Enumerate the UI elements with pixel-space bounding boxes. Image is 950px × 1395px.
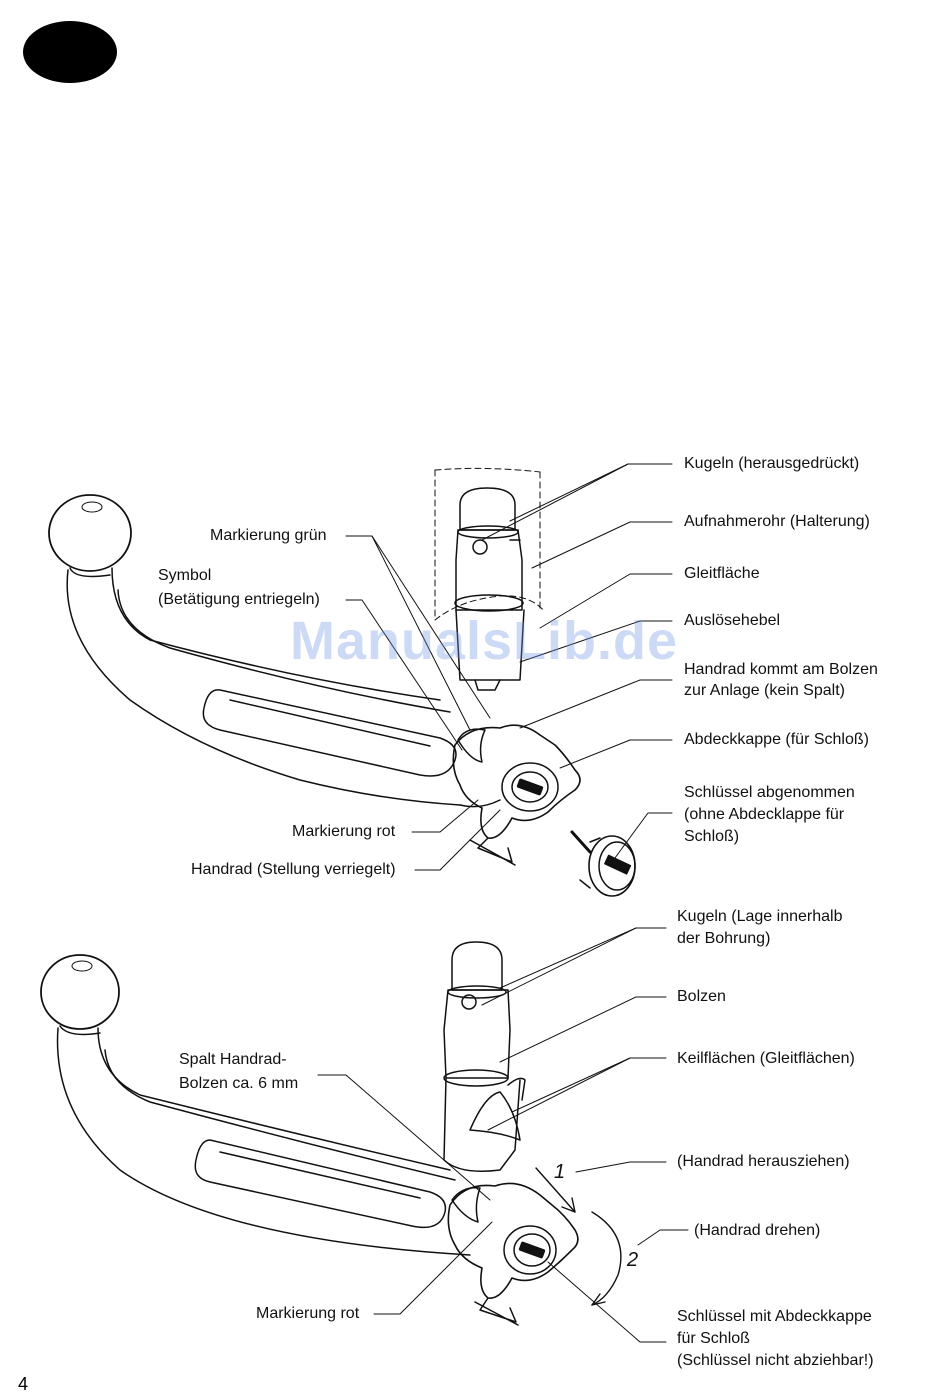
label-schluessel-abdeckkappe-3: (Schlüssel nicht abziehbar!)	[677, 1352, 874, 1369]
label-schluessel-abgenommen-2: (ohne Abdecklappe für	[684, 806, 845, 823]
label-markierung-rot-bottom: Markierung rot	[256, 1305, 360, 1322]
label-bolzen: Bolzen	[677, 988, 726, 1005]
label-schluessel-abdeckkappe-1: Schlüssel mit Abdeckkappe	[677, 1308, 872, 1325]
label-handrad-anlage-2: zur Anlage (kein Spalt)	[684, 682, 845, 699]
label-keilflaechen: Keilflächen (Gleitflächen)	[677, 1050, 855, 1067]
label-spalt-1: Spalt Handrad-	[179, 1051, 287, 1068]
label-markierung-rot-top: Markierung rot	[292, 823, 396, 840]
arm-top	[66, 567, 501, 808]
label-markierung-gruen: Markierung grün	[210, 527, 327, 544]
label-schluessel-abdeckkappe-2: für Schloß	[677, 1330, 750, 1347]
label-abdeckkappe: Abdeckkappe (für Schloß)	[684, 731, 869, 748]
bottom-hitch-drawing	[40, 941, 622, 1326]
rotate-arrow	[591, 1211, 622, 1306]
label-aufnahmerohr: Aufnahmerohr (Halterung)	[684, 513, 870, 530]
label-kugeln-lage-2: der Bohrung)	[677, 930, 771, 947]
step-number-1: 1	[554, 1161, 566, 1183]
pull-arrow	[535, 1167, 576, 1213]
label-handrad-anlage-1: Handrad kommt am Bolzen	[684, 661, 878, 678]
handwheel-top	[452, 724, 581, 866]
arm-bottom	[56, 1027, 471, 1256]
ball-top	[48, 494, 132, 578]
label-schluessel-abgenommen-3: Schloß)	[684, 828, 740, 845]
bottom-leader-lines	[317, 927, 689, 1343]
label-kugeln-herausgedrueckt: Kugeln (herausgedrückt)	[684, 455, 860, 472]
bolt-top	[454, 487, 525, 691]
label-handrad-drehen: (Handrad drehen)	[694, 1222, 821, 1239]
label-symbol: Symbol	[158, 567, 212, 584]
label-handrad-herausziehen: (Handrad herausziehen)	[677, 1153, 850, 1170]
key-cap-removed	[570, 830, 636, 897]
handwheel-bottom	[447, 1182, 579, 1326]
mount-tube-outline	[434, 467, 546, 621]
step-number-2: 2	[627, 1249, 639, 1271]
top-leader-lines	[345, 463, 673, 871]
watermark: ManualsLib.de	[290, 611, 679, 671]
bolt-bottom	[443, 941, 526, 1172]
page-tab-marker	[23, 21, 117, 83]
page-number: 4	[18, 1374, 29, 1394]
ball-bottom	[40, 954, 120, 1036]
label-gleitflaeche: Gleitfläche	[684, 565, 760, 582]
label-handrad-verriegelt: Handrad (Stellung verriegelt)	[191, 861, 396, 878]
label-symbol-betaetigung: (Betätigung entriegeln)	[158, 591, 320, 608]
label-schluessel-abgenommen-1: Schlüssel abgenommen	[684, 784, 855, 801]
label-ausloesehebel: Auslösehebel	[684, 612, 781, 629]
label-kugeln-lage-1: Kugeln (Lage innerhalb	[677, 908, 843, 925]
label-spalt-2: Bolzen ca. 6 mm	[179, 1075, 299, 1092]
